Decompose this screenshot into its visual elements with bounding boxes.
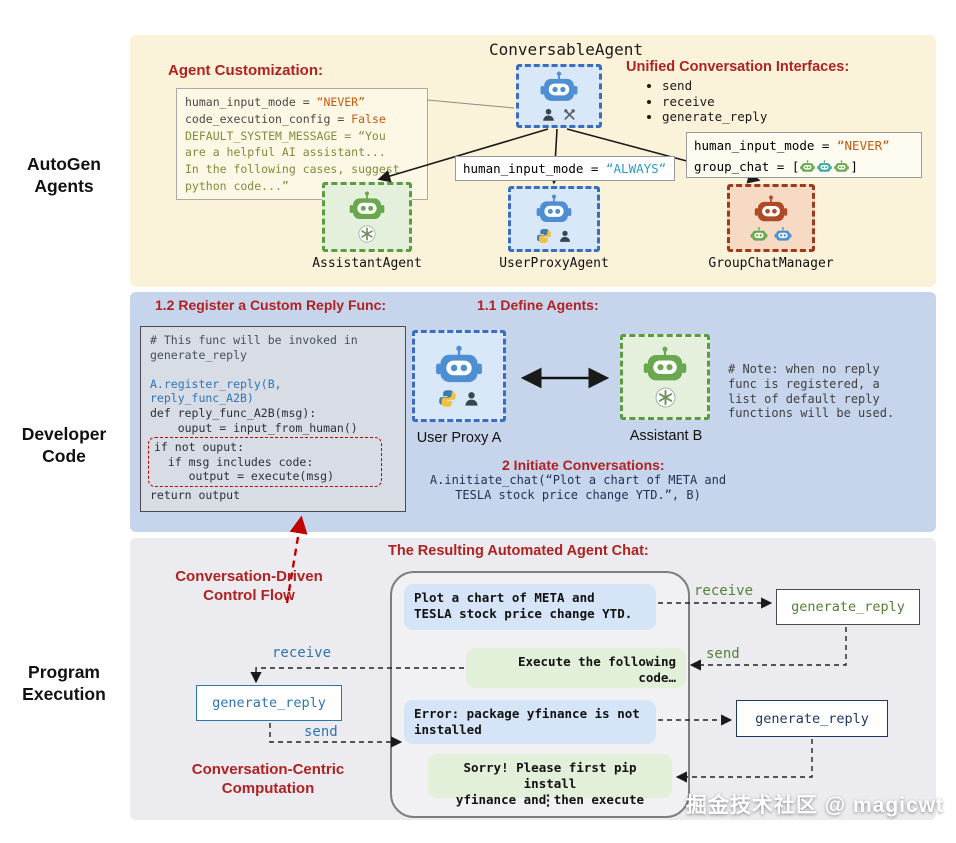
receive-label-left: receive <box>272 645 332 661</box>
robot-icon <box>753 195 789 224</box>
group-chat-manager-label: GroupChatManager <box>708 256 834 271</box>
user-proxy-agent-label: UserProxyAgent <box>499 256 609 271</box>
user-proxy-agent-box <box>508 186 600 252</box>
user-proxy-a-label: User Proxy A <box>416 430 502 446</box>
generate-reply-box-left: generate_reply <box>196 685 342 721</box>
initiate-conversations-heading: 2 Initiate Conversations: <box>502 457 665 473</box>
person-icon <box>558 229 572 243</box>
default-reply-note: # Note: when no reply func is registered… <box>728 362 895 421</box>
conversable-agent-title: ConversableAgent <box>488 40 644 59</box>
interface-list: send receive generate_reply <box>648 78 767 125</box>
mini-robot-icon <box>817 160 832 173</box>
assistant-agent-box <box>322 182 412 252</box>
chat-ellipsis: ⋮ <box>540 791 556 809</box>
interface-send: send <box>662 78 767 94</box>
conversation-driven-control-flow-label: Conversation-Driven Control Flow <box>175 568 323 604</box>
human-input-always-box: human_input_mode = “ALWAYS” <box>455 156 675 181</box>
mini-robot-icon <box>750 227 768 242</box>
interface-receive: receive <box>662 94 767 110</box>
generate-reply-box-bottom-right: generate_reply <box>736 700 888 737</box>
group-chat-manager-box <box>727 184 815 252</box>
side-label-autogen-agents: AutoGen Agents <box>27 154 101 196</box>
chat-bubble-execute-code: Execute the following code… <box>466 648 686 688</box>
define-agents-heading: 1.1 Define Agents: <box>477 297 599 313</box>
assistant-b-label: Assistant B <box>629 428 703 444</box>
human-input-never-group-chat-box: human_input_mode = “NEVER” group_chat = … <box>686 132 922 178</box>
interface-generate-reply: generate_reply <box>662 109 767 125</box>
register-reply-heading: 1.2 Register a Custom Reply Func: <box>155 297 387 313</box>
robot-icon <box>539 71 579 104</box>
assistant-agent-label: AssistantAgent <box>312 256 422 271</box>
conversable-agent-box <box>516 64 602 128</box>
assistant-b-box <box>620 334 710 420</box>
robot-icon <box>642 346 688 384</box>
openai-icon <box>655 387 676 408</box>
person-icon <box>463 390 480 407</box>
user-proxy-a-box <box>412 330 506 422</box>
mini-robot-icon <box>800 160 815 173</box>
unified-interfaces-heading: Unified Conversation Interfaces: <box>626 59 850 75</box>
mini-robot-icon <box>834 160 849 173</box>
side-label-program-execution: Program Execution <box>22 662 106 704</box>
custom-reply-dashed-box: if not ouput: if msg includes code: outp… <box>148 437 382 487</box>
tools-icon <box>562 107 577 122</box>
resulting-chat-heading: The Resulting Automated Agent Chat: <box>388 543 649 559</box>
watermark: 掘金技术社区 @ magicwt <box>685 794 944 817</box>
openai-icon <box>358 225 376 243</box>
generate-reply-box-top-right: generate_reply <box>776 589 920 625</box>
robot-icon <box>434 345 484 386</box>
chat-bubble-plot-request: Plot a chart of META and TESLA stock pri… <box>404 584 656 630</box>
robot-icon <box>348 191 386 222</box>
chat-bubble-error: Error: package yfinance is not installed <box>404 700 656 744</box>
send-label-right: send <box>706 646 740 662</box>
python-icon <box>438 389 457 408</box>
mini-robot-icon <box>774 227 792 242</box>
robot-icon <box>535 194 573 225</box>
agent-customization-heading: Agent Customization: <box>168 62 323 79</box>
person-icon <box>541 107 556 122</box>
initiate-chat-code: A.initiate_chat(“Plot a chart of META an… <box>429 473 727 502</box>
side-label-developer-code: Developer Code <box>21 424 107 466</box>
conversation-centric-computation-label: Conversation-Centric Computation <box>191 761 345 797</box>
group-chat-line: group_chat = [] <box>694 159 858 174</box>
python-icon <box>536 228 552 244</box>
receive-label-right: receive <box>694 583 754 599</box>
chat-bubble-pip-install: Sorry! Please first pip install yfinance… <box>428 754 672 807</box>
send-label-left: send <box>304 724 338 740</box>
